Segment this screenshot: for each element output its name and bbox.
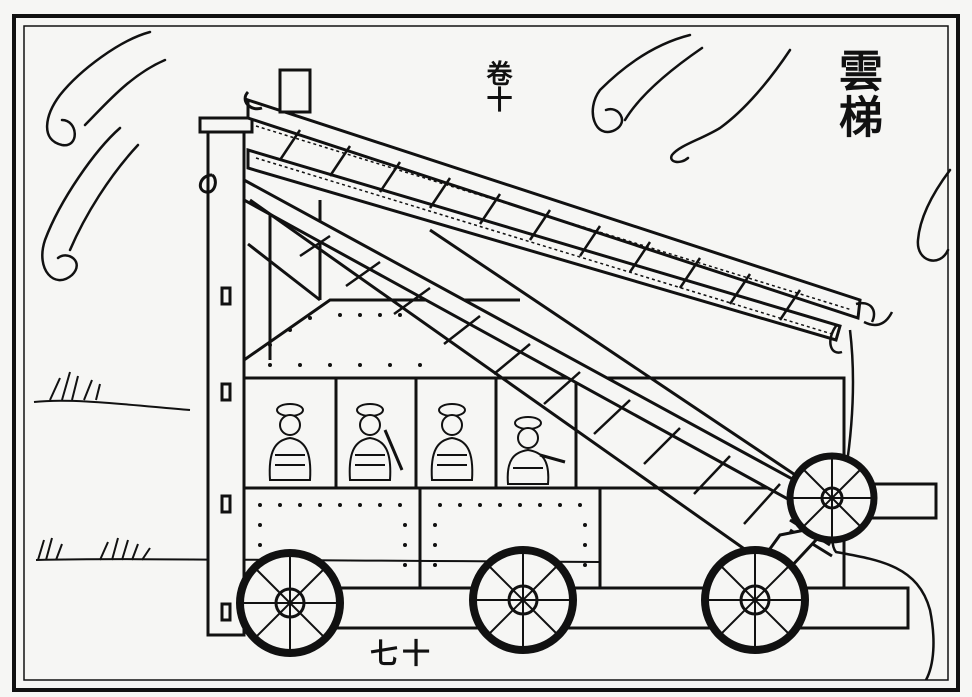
soldiers: [268, 403, 566, 485]
wheel-front: [236, 549, 344, 657]
wheel-rear: [701, 546, 809, 654]
rivets: [258, 313, 587, 567]
wheels: [236, 452, 878, 657]
mast: [198, 116, 254, 637]
outer-border: [12, 14, 960, 692]
clouds: [41, 30, 952, 282]
page-number: 七十: [370, 637, 435, 670]
inner-border: [23, 25, 949, 681]
title-cloud-ladder: 雲梯: [831, 48, 882, 140]
volume-label: 卷十: [482, 60, 512, 112]
wheel-small: [786, 452, 878, 544]
wheel-middle: [469, 546, 577, 654]
upper-ladder: [243, 68, 894, 354]
lower-ladder: [242, 177, 843, 562]
